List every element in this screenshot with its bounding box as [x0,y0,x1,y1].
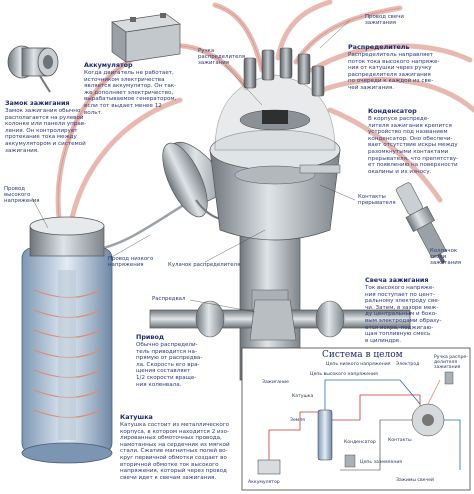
inset-label-condenser: Конденсатор [344,440,376,445]
heading-condenser: Конденсатор [368,107,417,115]
inset-label-spark-plugs: Зажимы свечей [396,478,435,483]
inset-system-diagram [241,347,471,491]
camshaft [149,299,411,341]
label-hv-wire: Провод высокого напряжения [4,186,40,205]
heading-ignition-lock: Замок зажигания [5,99,70,107]
inset-label-hv-circuit: Цепь высокого напряжения [310,372,378,377]
text-coil: Катушка состоит из металлического корпус… [120,422,230,481]
label-spark-plug-cap: Колпачок свечи зажигания [430,248,461,267]
heading-drive: Привод [136,333,164,341]
heading-coil: Катушка [120,413,153,421]
inset-label-electrode: Электрод [396,362,420,367]
heading-battery: Аккумулятор [84,61,133,69]
battery [111,13,181,63]
label-distributor-rotor: Ручка распределителя зажигания [198,48,246,67]
ignition-lock [7,45,59,93]
leader-lines [31,19,356,313]
inset-label-ground: Земля [290,418,305,423]
inset-label-rotor: Ручка распре- делителя зажигания [434,355,468,371]
text-battery: Когда двигатель не работает, источником … [84,70,177,116]
text-drive: Обычно распредели- тель приводится на- п… [136,342,203,388]
inset-title: Система в целом [322,350,403,360]
label-contacts: Контакты прерывателя [358,194,396,207]
inset-label-lv-circuit: Цепь низкого напряжения [326,362,391,367]
text-ignition-lock: Замок зажигания обычно располагается на … [5,108,87,154]
heading-spark-plug: Свеча зажигания [365,276,429,284]
label-cam: Кулачок распределителя [168,262,241,268]
inset-label-contacts: Контакты [388,438,412,443]
heading-distributor: Распределитель [348,43,410,51]
label-lv-wire: Провод низкого напряжения [108,256,154,269]
text-distributor: Распределитель направляет поток тока выс… [348,52,440,91]
text-spark-plug: Ток высокого напряже- ния поступает по ц… [365,285,442,344]
inset-label-coil: Катушка [292,394,314,399]
label-spark-plug-wire: Провод свечи зажигания [365,14,404,27]
ignition-coil [21,216,113,464]
inset-label-ignition: Зажигание [262,380,289,385]
inset-label-ground-circuit: Цепь заземления [360,460,403,465]
text-condenser: В корпусе распреде- лителя зажигания кре… [368,116,459,175]
spark-plug [396,182,447,265]
inset-label-battery: Аккумулятор [248,480,280,485]
label-camshaft: Распредвал [152,296,186,302]
